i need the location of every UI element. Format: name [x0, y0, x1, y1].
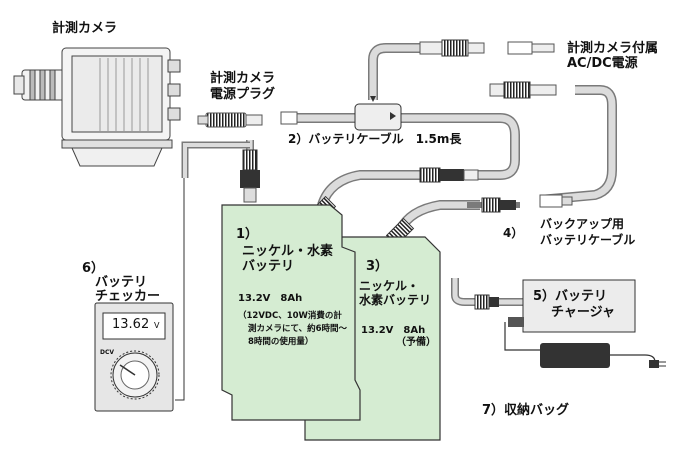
checker-label-line2: チェッカー	[95, 289, 161, 304]
backup-cable-label-line1: バックアップ用	[540, 217, 625, 231]
battery-checker	[94, 302, 174, 412]
main-battery-note-line1: （12VDC、10W消費の計	[238, 311, 342, 321]
spare-battery-number: 3）	[366, 259, 389, 274]
storage-bag-label: 7）収納バッグ	[482, 403, 570, 418]
charger-label-line2: チャージャ	[551, 305, 615, 320]
spare-battery-note: （予備）	[396, 337, 436, 348]
spare-battery-name-line1: ニッケル・	[359, 279, 420, 293]
camera-label: 計測カメラ	[52, 21, 118, 36]
backup-cable-number: 4）	[503, 226, 524, 240]
meter-unit: V	[154, 321, 160, 330]
main-battery-shape	[221, 204, 361, 421]
main-battery-note-line2: 測カメラにて、約6時間～	[248, 324, 347, 334]
checker-number: 6）	[82, 261, 105, 276]
camera-power-plug-label-line1: 計測カメラ	[210, 71, 276, 86]
charger-label-line1: 5）バッテリ	[533, 289, 608, 304]
main-battery-name-line1: ニッケル・水素	[242, 244, 334, 259]
main-battery-note-line3: 8時間の使用量）	[248, 337, 314, 347]
main-battery-number: 1）	[236, 227, 259, 242]
camera-power-plug	[197, 112, 263, 128]
meter-mode: DCV	[100, 349, 115, 356]
battery-charger	[451, 278, 666, 368]
main-battery-name-line2: バッテリ	[242, 259, 295, 274]
battery-cable-label: 2）バッテリケーブル 1.5m長	[288, 132, 462, 146]
spare-battery-spec: 13.2V 8Ah	[361, 325, 426, 336]
checker-label-line1: バッテリ	[95, 275, 148, 290]
meter-reading: 13.62	[112, 317, 150, 332]
camera-power-plug-label-line2: 電源プラグ	[210, 87, 276, 102]
camera-illustration	[13, 47, 181, 167]
main-battery-spec: 13.2V 8Ah	[238, 293, 303, 304]
ac-dc-label-line2: AC/DC電源	[567, 56, 638, 71]
backup-cable-label-line2: バッテリケーブル	[540, 233, 636, 247]
ac-dc-label-line1: 計測カメラ付属	[567, 41, 659, 56]
spare-battery-name-line2: 水素バッテリ	[359, 293, 432, 307]
